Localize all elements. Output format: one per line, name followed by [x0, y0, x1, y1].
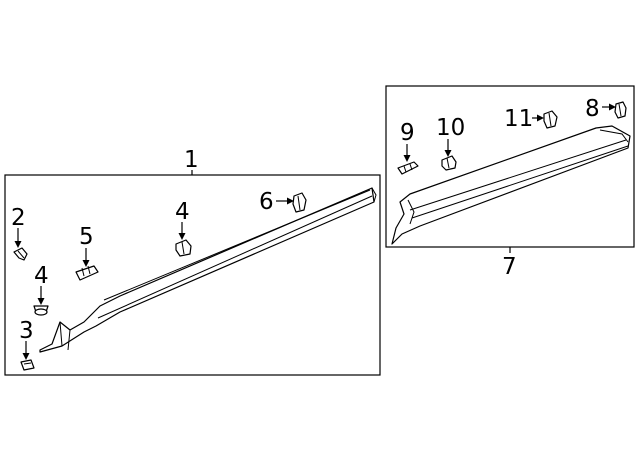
callout-3-arrowhead — [22, 353, 30, 360]
callout-11-arrowhead — [537, 114, 544, 122]
callout-5-label: 5 — [79, 224, 94, 250]
clip-part-6 — [292, 192, 307, 213]
side-garnish-right — [391, 125, 631, 245]
callout-1-label: 1 — [184, 147, 199, 173]
clip-part-8 — [614, 101, 627, 119]
callout-2-label: 2 — [11, 205, 26, 231]
callout-3-label: 3 — [19, 318, 34, 344]
callout-4b-arrowhead — [178, 233, 186, 240]
clip-part-9 — [397, 161, 419, 175]
clip-part-5 — [75, 265, 99, 281]
callout-9-label: 9 — [400, 120, 415, 146]
callout-6-label: 6 — [259, 189, 274, 215]
callout-7-label: 7 — [502, 254, 517, 280]
callout-11-label: 11 — [504, 106, 533, 132]
clip-part-3 — [20, 359, 35, 371]
callout-10-label: 10 — [436, 115, 465, 141]
callout-10-arrowhead — [444, 150, 452, 157]
callout-2-arrowhead — [14, 241, 22, 248]
clip-part-4-lower — [33, 305, 49, 316]
callout-4b-label: 4 — [175, 199, 190, 225]
clip-part-11 — [543, 110, 558, 129]
callout-8-label: 8 — [585, 96, 600, 122]
callout-6-arrowhead — [287, 197, 294, 205]
clip-part-10 — [441, 155, 457, 171]
callout-8-arrowhead — [609, 103, 616, 111]
callout-9-arrowhead — [403, 155, 411, 162]
rocker-molding-left — [39, 187, 377, 353]
callout-4a-arrowhead — [37, 298, 45, 305]
clip-part-4-upper — [175, 239, 192, 257]
callout-5-arrowhead — [82, 260, 90, 267]
clip-part-2 — [13, 247, 28, 261]
callout-4a-label: 4 — [34, 263, 49, 289]
